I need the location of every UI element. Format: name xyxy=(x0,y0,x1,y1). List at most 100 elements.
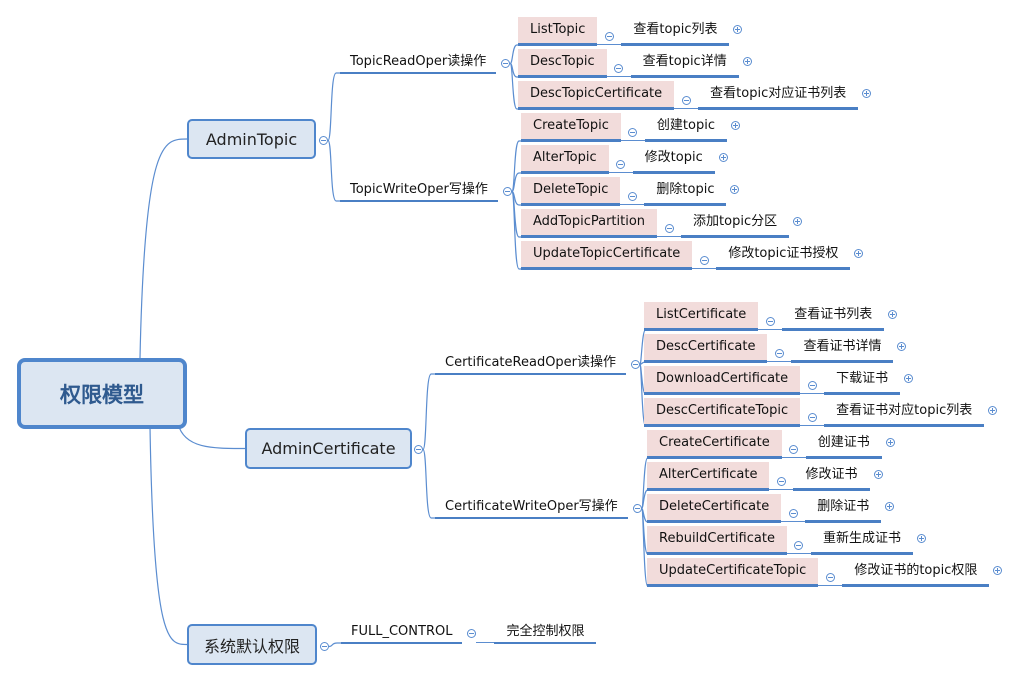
collapse-icon[interactable] xyxy=(502,187,512,196)
branch-node-1[interactable]: AdminCertificate xyxy=(245,428,412,469)
permission-description[interactable]: 查看证书详情 xyxy=(791,334,894,363)
connector xyxy=(657,220,682,237)
permission-description[interactable]: 查看topic对应证书列表 xyxy=(698,81,859,110)
collapse-icon[interactable] xyxy=(632,504,642,513)
expand-icon[interactable] xyxy=(993,566,1003,575)
collapse-icon[interactable] xyxy=(501,59,511,68)
permission-description[interactable]: 创建证书 xyxy=(805,430,882,459)
permission-name[interactable]: ListTopic xyxy=(518,17,598,46)
permission-description[interactable]: 修改topic证书授权 xyxy=(716,241,851,270)
collapse-icon[interactable] xyxy=(631,360,641,369)
collapse-icon[interactable] xyxy=(788,508,798,518)
permission-description[interactable]: 创建topic xyxy=(644,113,727,142)
collapse-icon[interactable] xyxy=(789,444,799,454)
connector xyxy=(769,473,794,490)
collapse-icon[interactable] xyxy=(825,572,835,582)
connector xyxy=(606,60,631,77)
expand-icon[interactable] xyxy=(888,310,898,319)
permission-description[interactable]: 添加topic分区 xyxy=(681,209,790,238)
permission-name[interactable]: DescTopic xyxy=(518,49,607,78)
group-node[interactable]: TopicReadOper读操作 xyxy=(340,52,511,74)
permission-row: AlterCertificate 修改证书 xyxy=(647,462,883,491)
permission-name[interactable]: ListCertificate xyxy=(644,302,759,331)
permission-name[interactable]: AddTopicPartition xyxy=(521,209,658,238)
expand-icon[interactable] xyxy=(988,406,998,415)
branch-node-0[interactable]: AdminTopic xyxy=(187,119,316,159)
collapse-icon[interactable] xyxy=(765,316,775,326)
collapse-icon[interactable] xyxy=(774,348,784,358)
expand-icon[interactable] xyxy=(733,25,743,34)
expand-icon[interactable] xyxy=(793,217,803,226)
permission-name[interactable]: CreateTopic xyxy=(521,113,621,142)
group-node[interactable]: CertificateReadOper读操作 xyxy=(435,353,641,375)
collapse-icon[interactable] xyxy=(319,136,328,145)
collapse-icon[interactable] xyxy=(807,380,817,390)
permission-name[interactable]: DescCertificateTopic xyxy=(644,398,801,427)
group-node[interactable]: CertificateWriteOper写操作 xyxy=(435,497,642,519)
permission-name[interactable]: DeleteCertificate xyxy=(647,494,782,523)
permission-name[interactable]: DownloadCertificate xyxy=(644,366,801,395)
collapse-icon[interactable] xyxy=(664,223,674,233)
expand-icon[interactable] xyxy=(904,374,914,383)
permission-description[interactable]: 查看证书列表 xyxy=(782,302,885,331)
collapse-icon[interactable] xyxy=(467,629,477,638)
root-node[interactable]: 权限模型 xyxy=(17,358,187,429)
collapse-icon[interactable] xyxy=(604,31,614,41)
expand-icon[interactable] xyxy=(916,534,926,543)
collapse-icon[interactable] xyxy=(699,255,709,265)
collapse-icon[interactable] xyxy=(414,445,423,454)
connector xyxy=(781,505,806,522)
expand-icon[interactable] xyxy=(730,121,740,130)
permission-description[interactable]: 重新生成证书 xyxy=(810,526,913,555)
expand-icon[interactable] xyxy=(854,249,864,258)
collapse-icon[interactable] xyxy=(681,95,691,105)
connector xyxy=(758,313,783,330)
collapse-icon[interactable] xyxy=(616,159,626,169)
permission-description[interactable]: 修改topic xyxy=(632,145,715,174)
connector xyxy=(800,409,825,426)
permission-description[interactable]: 删除证书 xyxy=(805,494,882,523)
expand-icon[interactable] xyxy=(873,470,883,479)
expand-icon[interactable] xyxy=(730,185,740,194)
permission-name[interactable]: CreateCertificate xyxy=(647,430,782,459)
permission-description[interactable]: 修改证书的topic权限 xyxy=(842,558,990,587)
expand-icon[interactable] xyxy=(885,438,895,447)
collapse-icon[interactable] xyxy=(807,412,817,422)
connector-line xyxy=(511,172,521,193)
collapse-icon[interactable] xyxy=(627,191,637,201)
connector-line xyxy=(149,426,188,646)
expand-icon[interactable] xyxy=(742,57,752,66)
connector-line xyxy=(509,62,518,110)
permission-name[interactable]: UpdateCertificateTopic xyxy=(647,558,819,587)
permission-description[interactable]: 查看证书对应topic列表 xyxy=(824,398,985,427)
connector xyxy=(608,156,633,173)
permission-description[interactable]: 下载证书 xyxy=(824,366,901,395)
expand-icon[interactable] xyxy=(885,502,895,511)
permission-name[interactable]: RebuildCertificate xyxy=(647,526,787,555)
collapse-icon[interactable] xyxy=(614,63,624,73)
permission-row: ListCertificate 查看证书列表 xyxy=(644,302,898,331)
permission-name[interactable]: AlterCertificate xyxy=(647,462,770,491)
permission-description[interactable]: 查看topic列表 xyxy=(621,17,730,46)
permission-name[interactable]: DescTopicCertificate xyxy=(518,81,675,110)
permission-name[interactable]: UpdateTopicCertificate xyxy=(521,241,693,270)
expand-icon[interactable] xyxy=(862,89,872,98)
expand-icon[interactable] xyxy=(718,153,728,162)
permission-description[interactable]: 修改证书 xyxy=(793,462,870,491)
collapse-icon[interactable] xyxy=(794,540,804,550)
expand-icon[interactable] xyxy=(897,342,907,351)
collapse-icon[interactable] xyxy=(776,476,786,486)
group-node[interactable]: TopicWriteOper写操作 xyxy=(340,180,512,202)
permission-description[interactable]: 删除topic xyxy=(644,177,727,206)
permission-description[interactable]: 查看topic详情 xyxy=(630,49,739,78)
collapse-icon[interactable] xyxy=(320,642,329,651)
permission-description: 完全控制权限 xyxy=(494,622,597,644)
branch-node-2[interactable]: 系统默认权限 xyxy=(187,624,317,665)
group-label: CertificateWriteOper写操作 xyxy=(435,497,628,519)
collapse-icon[interactable] xyxy=(628,127,638,137)
permission-row: AlterTopic 修改topic xyxy=(521,145,728,174)
permission-name[interactable]: DescCertificate xyxy=(644,334,768,363)
permission-name[interactable]: DeleteTopic xyxy=(521,177,621,206)
permission-name[interactable]: AlterTopic xyxy=(521,145,609,174)
